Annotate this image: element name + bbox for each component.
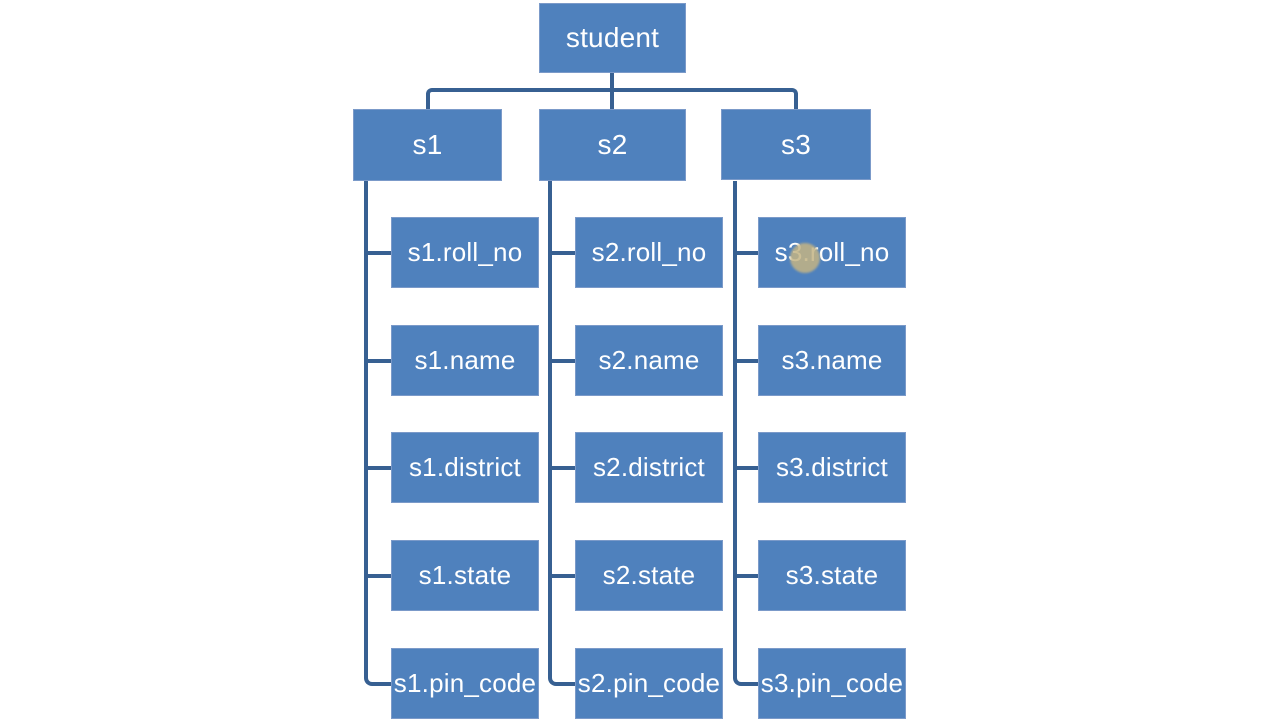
attr-tick xyxy=(733,358,758,363)
column-connector-s3 xyxy=(733,181,758,686)
node-student: student xyxy=(539,3,686,73)
attr-tick xyxy=(733,465,758,470)
node-s2: s2 xyxy=(539,109,686,181)
node-s1-state: s1.state xyxy=(391,540,539,611)
node-s3-name: s3.name xyxy=(758,325,906,396)
node-s2-district: s2.district xyxy=(575,432,723,503)
attr-tick xyxy=(548,573,575,578)
node-s1: s1 xyxy=(353,109,502,181)
attr-tick xyxy=(548,465,575,470)
attr-tick xyxy=(733,250,758,255)
attr-tick xyxy=(548,250,575,255)
node-s1-name: s1.name xyxy=(391,325,539,396)
attr-tick xyxy=(733,573,758,578)
column-connector-s1 xyxy=(364,181,391,686)
node-s2-pin-code: s2.pin_code xyxy=(575,648,723,719)
node-s1-roll-no: s1.roll_no xyxy=(391,217,539,288)
node-s3-district: s3.district xyxy=(758,432,906,503)
attr-tick xyxy=(364,573,391,578)
attr-tick xyxy=(364,250,391,255)
node-s1-pin-code: s1.pin_code xyxy=(391,648,539,719)
attr-tick xyxy=(548,358,575,363)
node-s3-state: s3.state xyxy=(758,540,906,611)
node-s3: s3 xyxy=(721,109,871,180)
node-s1-district: s1.district xyxy=(391,432,539,503)
node-s3-roll-no: s3.roll_no xyxy=(758,217,906,288)
attr-tick xyxy=(364,358,391,363)
node-s2-name: s2.name xyxy=(575,325,723,396)
node-s3-pin-code: s3.pin_code xyxy=(758,648,906,719)
node-s2-roll-no: s2.roll_no xyxy=(575,217,723,288)
node-s2-state: s2.state xyxy=(575,540,723,611)
root-connector-stem xyxy=(610,71,614,110)
cursor-highlight-dot xyxy=(790,243,820,273)
column-connector-s2 xyxy=(548,181,575,686)
attr-tick xyxy=(364,465,391,470)
